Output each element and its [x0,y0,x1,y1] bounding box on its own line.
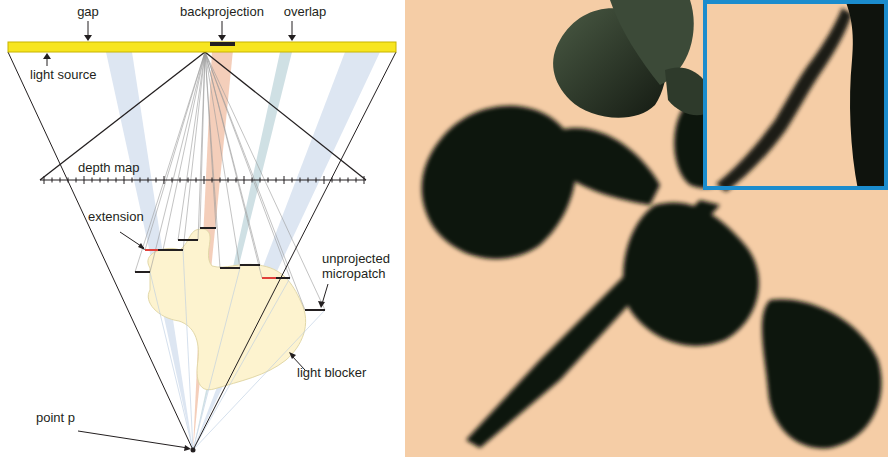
micropatch-label: unprojected micropatch [322,251,397,281]
point-label: point p [36,410,75,425]
shadow-render [405,0,888,457]
overlap-label: overlap [284,4,327,19]
point-p-dot [191,448,196,453]
backprojection-label: backprojection [180,4,264,19]
backprojection-bar [210,42,235,46]
extension-label: extension [88,209,144,224]
frustum [8,52,396,450]
micropatches [135,228,325,310]
depth-map [40,176,366,184]
light-source-label: light source [30,67,96,82]
light-blocker-shape [148,229,306,390]
gap-band [106,52,193,450]
light-blocker-label: light blocker [297,365,366,380]
point-rays [150,250,325,450]
tick-marks [44,176,364,184]
light-diagram [8,21,396,453]
light-source-bar [8,42,396,52]
depth-map-label: depth map [78,160,139,175]
gap-label: gap [77,4,99,19]
leaders [43,21,328,451]
